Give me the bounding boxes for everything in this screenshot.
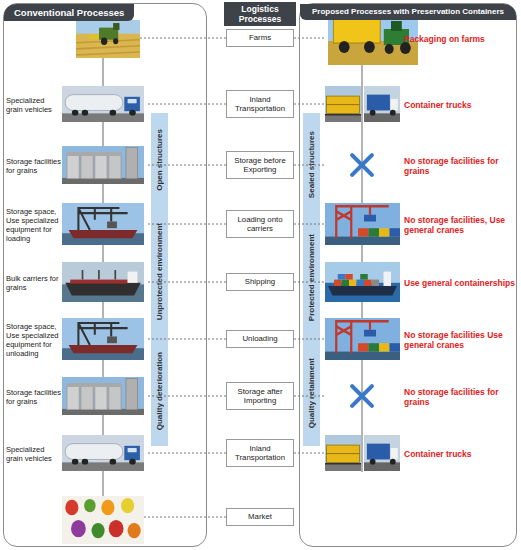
- dotted-connector: [148, 396, 226, 397]
- dotted-connector: [294, 396, 324, 397]
- dotted-connector: [148, 282, 226, 283]
- dotted-connector: [148, 224, 226, 225]
- dotted-connector: [148, 453, 226, 454]
- process-panel: Proposed Processes with Preservation Con…: [299, 3, 517, 547]
- band-text: Protected environment: [307, 234, 316, 321]
- proposed-item: No storage facilities for grains: [324, 377, 516, 417]
- item-label: Use general containerships: [404, 278, 516, 288]
- container-train-photo: [325, 86, 361, 122]
- proposed-item: No storage facilities for grains: [324, 146, 516, 186]
- bulk-unloading-photo: [62, 318, 144, 360]
- process-box: Farms: [226, 29, 294, 47]
- attribute-band: Sealed structuresProtected environmentQu…: [303, 113, 320, 446]
- cross-mark: [352, 386, 372, 406]
- step-label: Inland Transportation: [228, 444, 292, 463]
- dotted-connector: [148, 104, 226, 105]
- step-label: Storage after Importing: [228, 387, 292, 406]
- grain-vehicle-photo: [62, 435, 144, 471]
- item-label: No storage facilities for grains: [404, 387, 516, 407]
- step-label: Shipping: [245, 277, 275, 287]
- process-box: Loading onto carriers: [226, 210, 294, 238]
- grain-silo-photo: [62, 377, 144, 415]
- item-label: Specialized grain vehicles: [6, 96, 62, 114]
- item-label: Packaging on farms: [404, 34, 516, 44]
- leader-line: [140, 38, 226, 39]
- item-label: Storage space, Use specialized equipment…: [6, 207, 62, 243]
- panel-heading: Proposed Processes with Preservation Con…: [300, 4, 516, 20]
- leader-line: [144, 517, 226, 518]
- panel-heading: Conventional Processes: [4, 4, 134, 21]
- conventional-item: Storage space, Use specialized equipment…: [6, 201, 148, 249]
- item-label: No storage facilities, Use general crane…: [404, 215, 516, 235]
- proposed-item: No storage facilities Use general cranes: [324, 318, 516, 362]
- item-label: No storage facilities for grains: [404, 156, 516, 176]
- step-label: Inland Transportation: [228, 95, 292, 114]
- process-box: Unloading: [226, 330, 294, 348]
- item-label: Container trucks: [404, 100, 516, 110]
- conventional-item: Storage space, Use specialized equipment…: [6, 316, 148, 364]
- band-text: Open structures: [155, 129, 164, 191]
- dotted-connector: [294, 38, 324, 39]
- item-label: Container trucks: [404, 449, 516, 459]
- proposed-item: Container trucks: [324, 434, 516, 474]
- band-text: Unprotected environment: [155, 223, 164, 320]
- process-box: Market: [226, 508, 294, 526]
- step-label: Unloading: [242, 334, 277, 344]
- process-box: Storage before Exporting: [226, 151, 294, 179]
- grain-vehicle-photo: [62, 86, 144, 122]
- process-box: Shipping: [226, 273, 294, 291]
- cross-mark: [352, 155, 372, 175]
- item-label: Bulk carriers for grains: [6, 274, 62, 292]
- item-label: Storage facilities for grains: [6, 388, 62, 406]
- general-crane-photo: [325, 318, 400, 360]
- item-label: Specialized grain vehicles: [6, 445, 62, 463]
- step-label: Loading onto carriers: [228, 215, 292, 234]
- dotted-connector: [294, 282, 324, 283]
- column-heading: Logistics Processes: [224, 4, 296, 24]
- attribute-band: Open structuresUnprotected environmentQu…: [151, 113, 168, 446]
- conventional-item: Storage facilities for grains: [6, 146, 148, 186]
- grain-silo-photo: [62, 146, 144, 184]
- process-panel: Conventional ProcessesOpen structuresUnp…: [3, 3, 207, 547]
- dotted-connector: [294, 453, 324, 454]
- band-text: Quality retainment: [307, 358, 316, 428]
- proposed-item: Use general containerships: [324, 263, 516, 303]
- conventional-item: Bulk carriers for grains: [6, 263, 148, 303]
- column-header: Logistics Processes: [224, 2, 296, 26]
- dotted-connector: [148, 165, 226, 166]
- container-train-photo: [325, 435, 361, 471]
- dotted-connector: [294, 165, 324, 166]
- process-box: Storage after Importing: [226, 382, 294, 410]
- dotted-connector: [294, 224, 324, 225]
- bulk-loading-photo: [62, 203, 144, 245]
- proposed-item: Container trucks: [324, 85, 516, 125]
- step-label: Farms: [249, 33, 271, 43]
- general-crane-photo: [325, 203, 400, 245]
- band-text: Quality deterioration: [155, 352, 164, 430]
- item-label: Storage facilities for grains: [6, 157, 62, 175]
- dotted-connector: [294, 104, 324, 105]
- bulk-carrier-photo: [62, 262, 144, 302]
- band-text: Sealed structures: [307, 131, 316, 198]
- market-photo: [62, 496, 144, 544]
- item-label: No storage facilities Use general cranes: [404, 330, 516, 350]
- farm-photo: [76, 20, 140, 58]
- step-label: Market: [248, 512, 272, 522]
- container-truck-photo: [364, 86, 400, 122]
- proposed-item: No storage facilities, Use general crane…: [324, 203, 516, 247]
- containership-photo: [325, 262, 400, 302]
- process-box: Inland Transportation: [226, 90, 294, 118]
- conventional-item: Specialized grain vehicles: [6, 85, 148, 125]
- process-box: Inland Transportation: [226, 439, 294, 467]
- conventional-item: Specialized grain vehicles: [6, 434, 148, 474]
- proposed-item: Packaging on farms: [324, 24, 516, 54]
- dotted-connector: [148, 339, 226, 340]
- step-label: Storage before Exporting: [228, 156, 292, 175]
- item-label: Storage space, Use specialized equipment…: [6, 322, 62, 358]
- dotted-connector: [294, 339, 324, 340]
- conventional-item: Storage facilities for grains: [6, 377, 148, 417]
- container-truck-photo: [364, 435, 400, 471]
